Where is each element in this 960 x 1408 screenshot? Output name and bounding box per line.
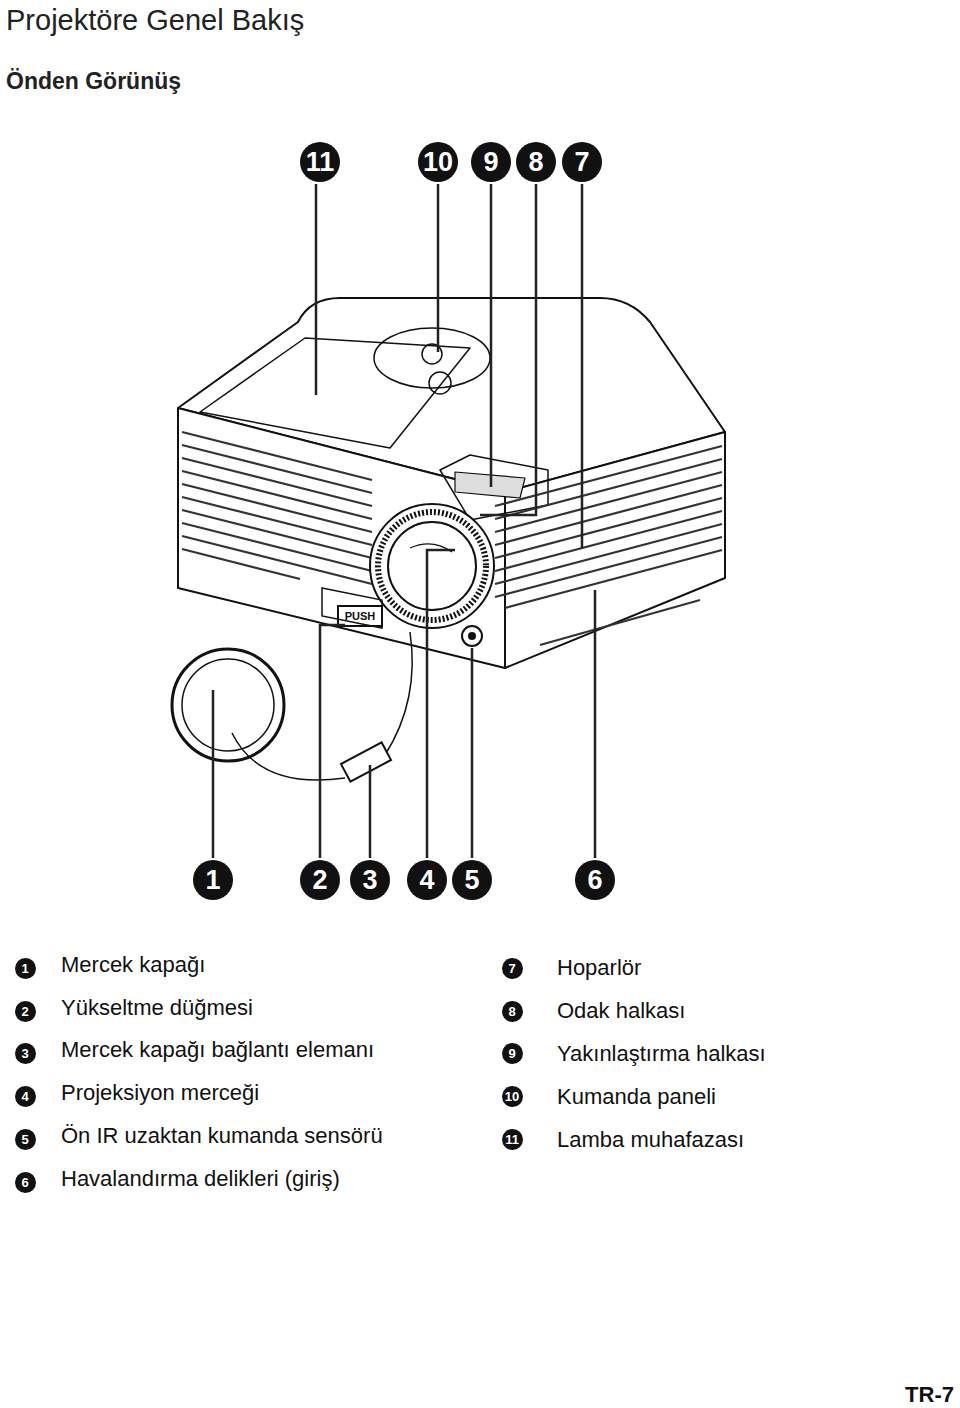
callout-text: 4 <box>419 867 434 894</box>
callout-text: 8 <box>528 149 543 176</box>
callout-text: 3 <box>362 867 377 894</box>
part-name: Projeksiyon merceği <box>61 1081 259 1105</box>
list-bullet: 6 <box>15 1172 36 1193</box>
callout-number: 4 <box>407 860 447 900</box>
button-text: PUSH <box>345 610 376 622</box>
callout-text: 11 <box>306 149 335 176</box>
part-name: Ön IR uzaktan kumanda sensörü <box>61 1124 383 1148</box>
callout-number: 5 <box>452 860 492 900</box>
callout-text: 6 <box>21 1176 28 1189</box>
list-bullet: 5 <box>15 1129 36 1150</box>
list-bullet: 7 <box>502 958 523 979</box>
callout-text: 11 <box>505 1133 519 1146</box>
callout-number: 9 <box>471 142 511 182</box>
callout-number: 1 <box>193 860 233 900</box>
callout-text: 7 <box>574 149 589 176</box>
callout-number: 3 <box>350 860 390 900</box>
list-bullet: 8 <box>502 1001 523 1022</box>
callout-number: 6 <box>575 860 615 900</box>
list-bullet: 10 <box>502 1086 523 1107</box>
callout-text: 10 <box>505 1090 519 1103</box>
page-title: Projektöre Genel Bakış <box>6 4 304 37</box>
callout-text: 10 <box>423 149 453 176</box>
callout-number: 8 <box>516 142 556 182</box>
list-bullet: 11 <box>502 1129 523 1150</box>
callout-text: 1 <box>21 962 28 975</box>
list-bullet: 1 <box>15 958 36 979</box>
callout-text: 5 <box>21 1133 28 1146</box>
part-name: Mercek kapağı <box>61 953 205 977</box>
list-bullet: 2 <box>15 1001 36 1022</box>
list-bullet: 4 <box>15 1086 36 1107</box>
callout-text: 7 <box>508 962 515 975</box>
part-name: Hoparlör <box>557 956 641 980</box>
callout-number: 7 <box>562 142 602 182</box>
callout-number: 11 <box>300 142 340 182</box>
callout-text: 3 <box>21 1047 28 1060</box>
callout-number: 2 <box>300 860 340 900</box>
subtitle: Önden Görünüş <box>6 69 181 94</box>
callout-text: 4 <box>21 1090 28 1103</box>
part-name: Havalandırma delikleri (giriş) <box>61 1167 340 1191</box>
part-name: Mercek kapağı bağlantı elemanı <box>61 1038 374 1062</box>
list-bullet: 9 <box>502 1043 523 1064</box>
callout-text: 9 <box>508 1047 515 1060</box>
callout-text: 2 <box>312 867 327 894</box>
part-name: Odak halkası <box>557 999 685 1023</box>
part-name: Yakınlaştırma halkası <box>557 1042 766 1066</box>
callout-text: 1 <box>205 867 220 894</box>
list-bullet: 3 <box>15 1043 36 1064</box>
callout-text: 6 <box>587 867 602 894</box>
callout-text: 9 <box>483 149 498 176</box>
callout-text: 5 <box>464 867 479 894</box>
callout-number: 10 <box>418 142 458 182</box>
callout-text: 2 <box>21 1005 28 1018</box>
part-name: Kumanda paneli <box>557 1085 716 1109</box>
page-number: TR-7 <box>905 1383 954 1407</box>
part-name: Yükseltme düğmesi <box>61 996 253 1020</box>
part-name: Lamba muhafazası <box>557 1128 744 1152</box>
callout-text: 8 <box>508 1005 515 1018</box>
